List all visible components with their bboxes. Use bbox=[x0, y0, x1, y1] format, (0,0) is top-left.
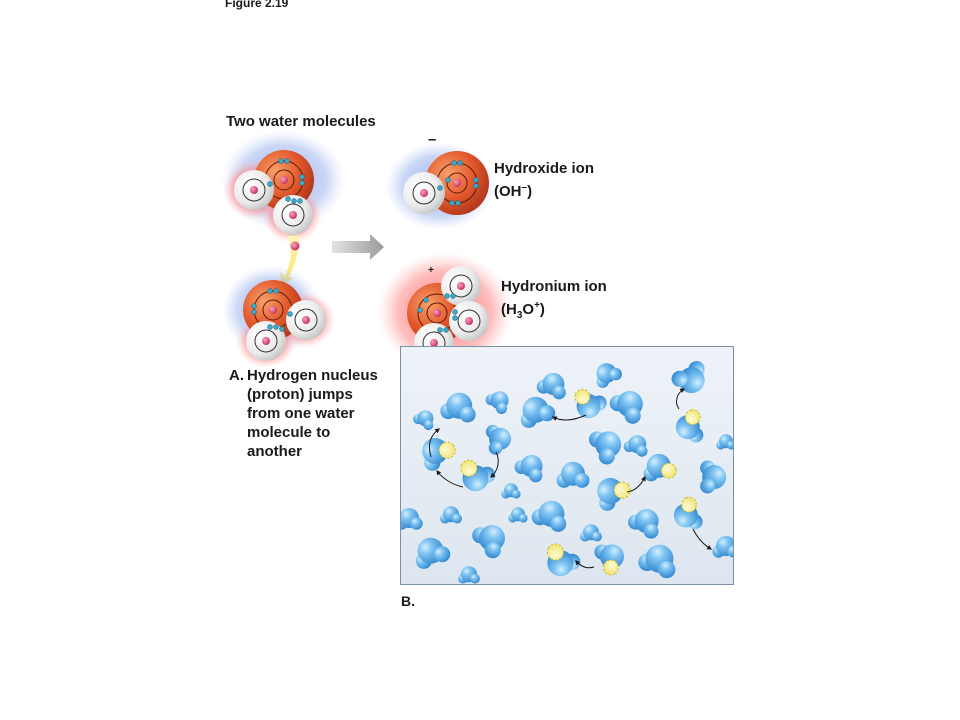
lower-water-molecule bbox=[222, 265, 335, 368]
caption-line: molecule to bbox=[247, 424, 331, 441]
water-molecule-blob bbox=[594, 544, 625, 576]
proton-jump-path bbox=[280, 236, 300, 286]
water-molecule-blob bbox=[556, 461, 590, 488]
caption-line: (proton) jumps bbox=[247, 386, 353, 403]
water-molecule-blob bbox=[458, 566, 480, 584]
water-molecule-blob bbox=[700, 460, 727, 494]
water-molecules bbox=[401, 360, 733, 584]
water-molecule-blob bbox=[597, 478, 631, 511]
water-molecule-blob bbox=[673, 496, 703, 530]
caption-line: from one water bbox=[247, 405, 355, 422]
water-molecule-blob bbox=[675, 409, 704, 443]
water-molecule-blob bbox=[415, 537, 451, 569]
jumping-proton bbox=[290, 241, 300, 251]
panel-a-title: Two water molecules bbox=[226, 113, 376, 130]
water-molecule-blob bbox=[401, 508, 423, 530]
water-molecule-blob bbox=[623, 435, 648, 457]
panel-a-caption-body: Hydrogen nucleus (proton) jumps from one… bbox=[247, 366, 407, 461]
water-molecule-blob bbox=[514, 455, 543, 483]
water-molecule-blob bbox=[716, 434, 733, 450]
water-molecule-blob bbox=[546, 543, 581, 577]
water-molecule-blob bbox=[413, 410, 434, 431]
hydronium-name: Hydronium ion bbox=[501, 278, 607, 295]
water-molecule-blob bbox=[520, 396, 556, 428]
caption-line: another bbox=[247, 443, 303, 460]
water-molecule-blob bbox=[643, 453, 677, 482]
water-molecule-blob bbox=[501, 483, 521, 499]
upper-water-molecule bbox=[221, 130, 345, 243]
hydroxide-formula: (OH–) bbox=[494, 182, 533, 200]
water-molecule-blob bbox=[531, 500, 567, 532]
water-molecule-blob bbox=[460, 459, 496, 492]
hydronium-formula: (H3O+) bbox=[501, 300, 545, 321]
reaction-arrow bbox=[332, 234, 384, 260]
water-molecule-blob bbox=[440, 392, 476, 423]
panel-a-letter: A. bbox=[229, 367, 244, 384]
water-molecule-blob bbox=[588, 431, 622, 465]
panel-b-water-field bbox=[400, 346, 734, 585]
caption-line: Hydrogen nucleus bbox=[247, 367, 378, 384]
water-molecule-blob bbox=[574, 388, 607, 419]
water-molecule-blob bbox=[422, 438, 456, 471]
water-molecule-blob bbox=[580, 524, 602, 542]
figure-number: Figure 2.19 bbox=[225, 0, 289, 10]
proton-hop-arrows bbox=[428, 388, 713, 569]
water-field-svg bbox=[401, 360, 733, 584]
water-molecule-blob bbox=[440, 506, 462, 524]
water-molecule-blob bbox=[485, 391, 509, 415]
water-molecule-blob bbox=[628, 508, 659, 539]
panel-b-caption: B. bbox=[401, 593, 415, 609]
water-molecule-blob bbox=[671, 360, 705, 394]
hydronium-label: Hydronium ion (H3O+) bbox=[501, 277, 607, 325]
water-molecule-blob bbox=[536, 372, 566, 400]
hydroxide-name: Hydroxide ion bbox=[494, 160, 595, 177]
hydronium-charge: + bbox=[428, 265, 434, 276]
water-molecule-blob bbox=[638, 544, 676, 579]
hydroxide-label: Hydroxide ion (OH–) bbox=[494, 159, 594, 201]
water-molecule-blob bbox=[712, 536, 733, 558]
hydroxide-ion bbox=[385, 142, 495, 230]
water-molecule-blob bbox=[472, 525, 505, 559]
hydroxide-charge: – bbox=[428, 131, 437, 148]
water-molecule-blob bbox=[485, 424, 512, 455]
water-molecule-blob bbox=[508, 507, 528, 523]
water-molecule-blob bbox=[609, 391, 643, 424]
water-molecule-blob bbox=[596, 363, 622, 388]
